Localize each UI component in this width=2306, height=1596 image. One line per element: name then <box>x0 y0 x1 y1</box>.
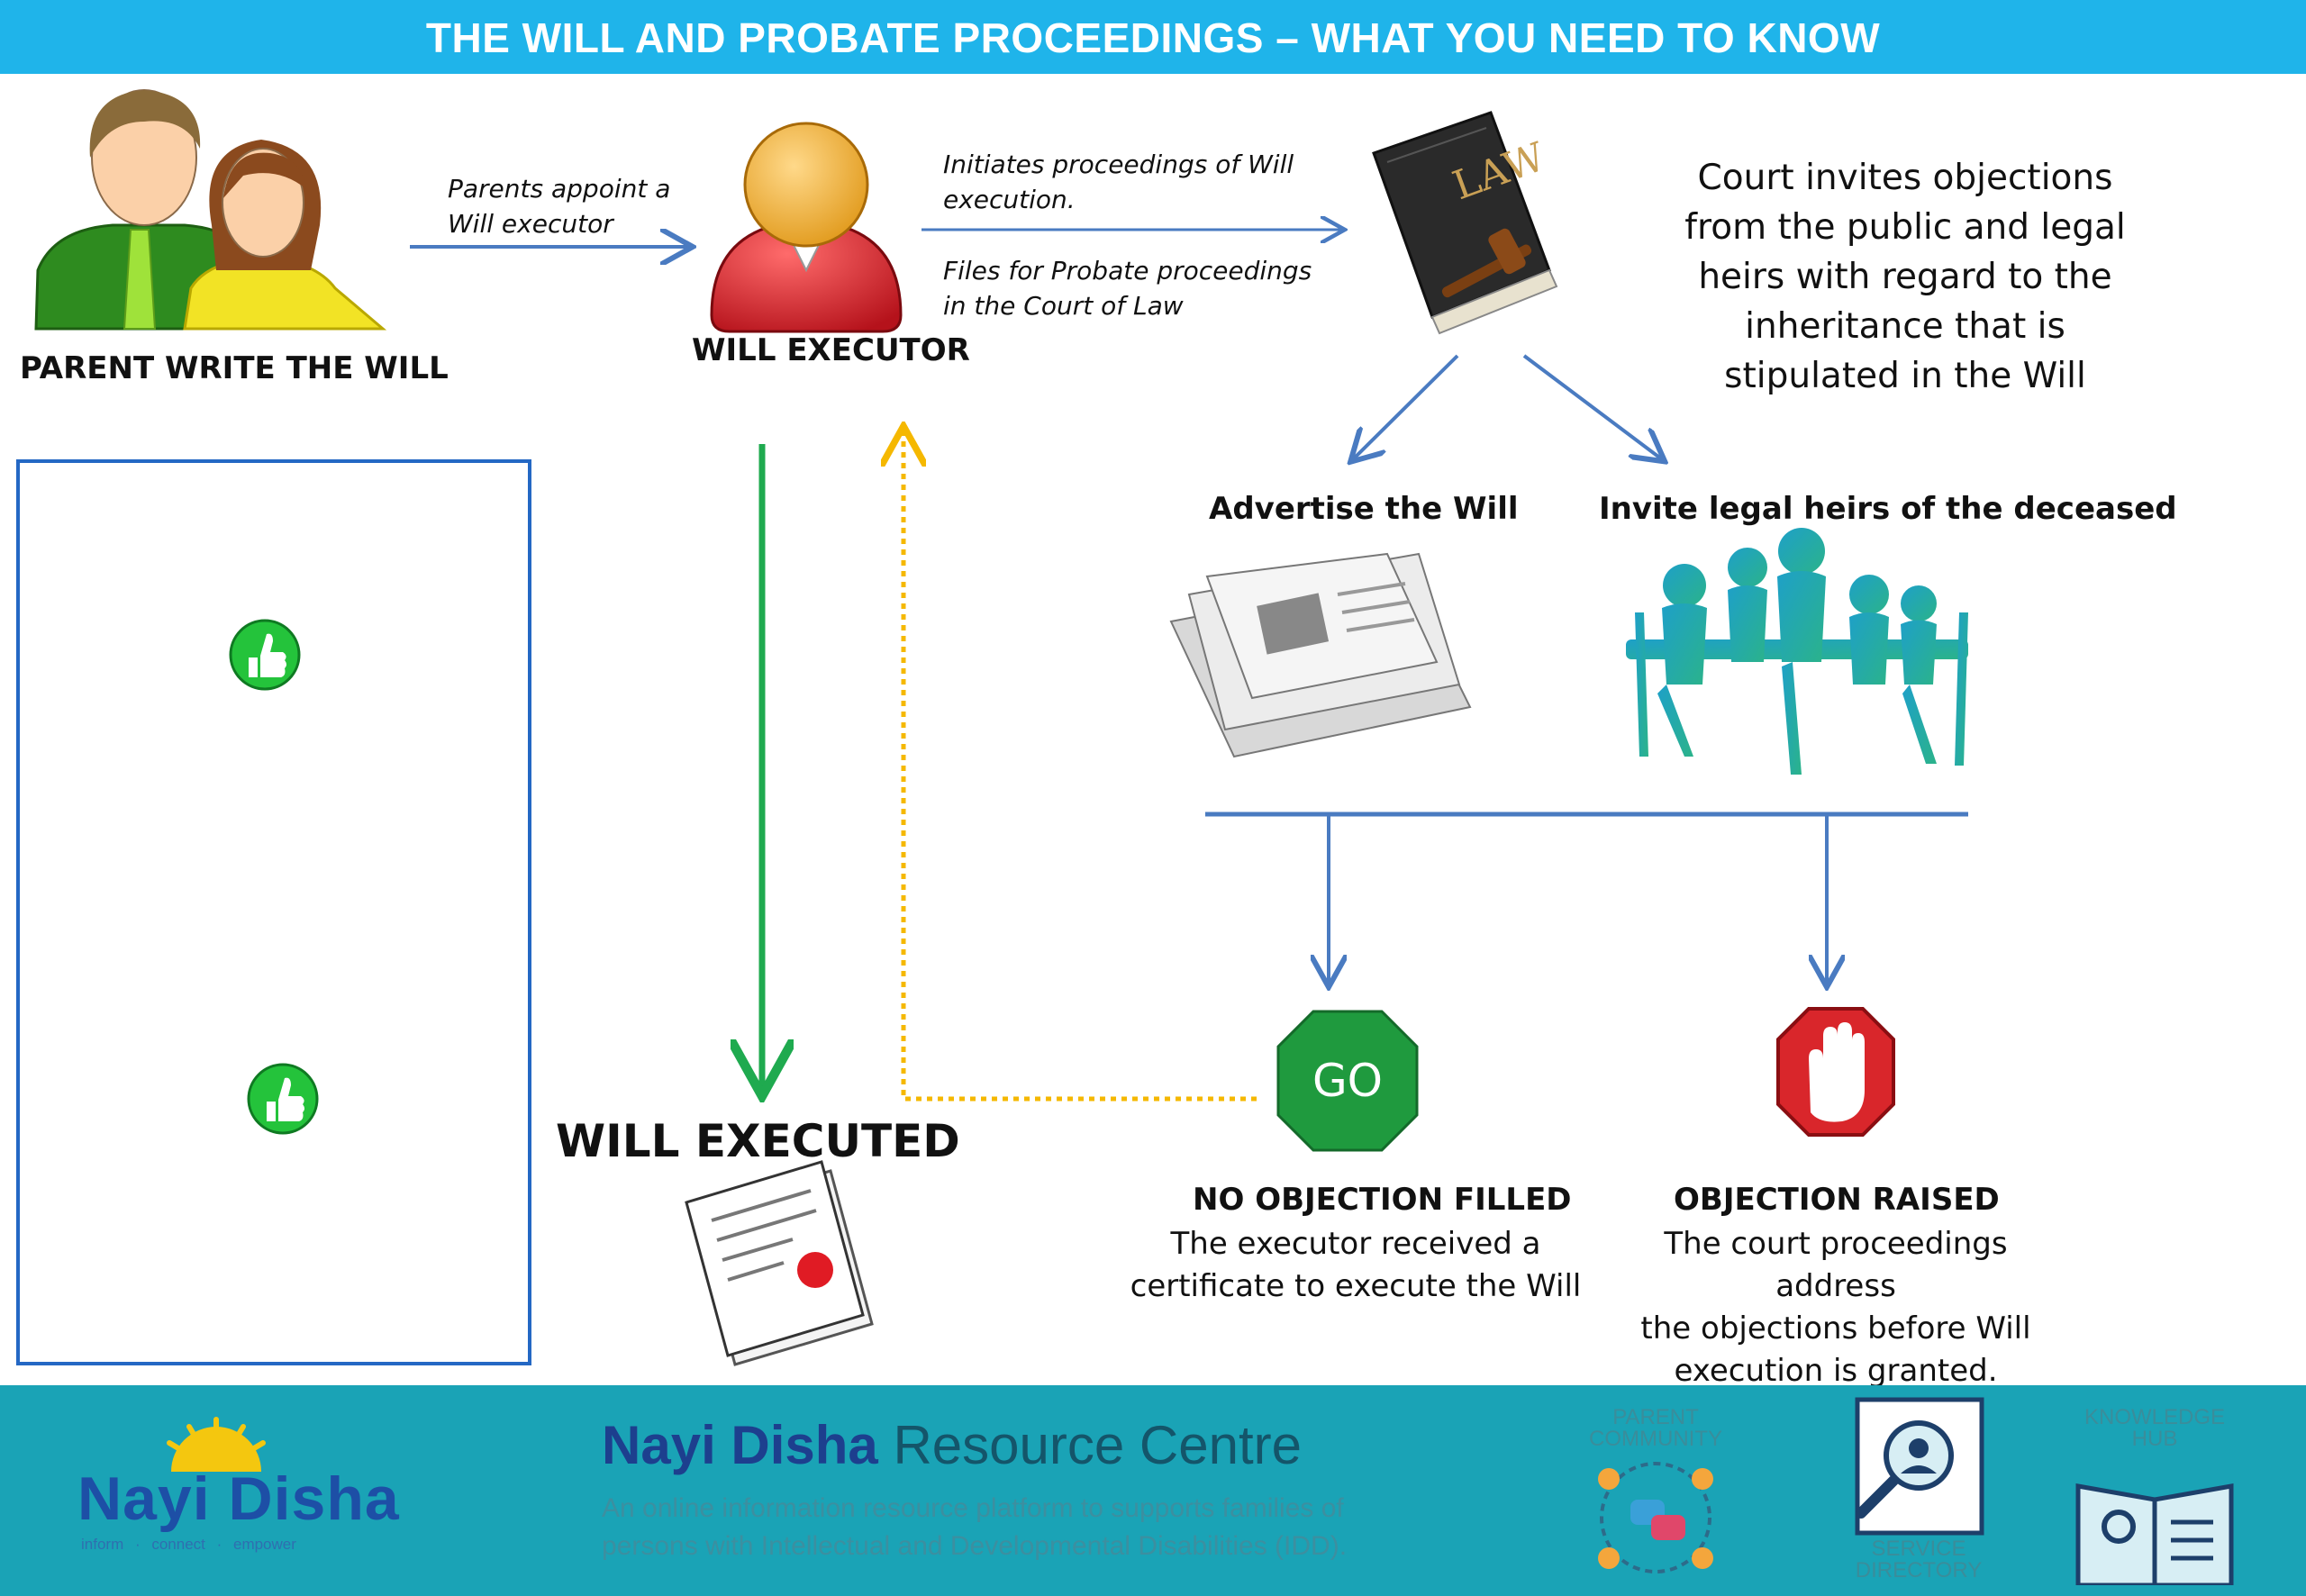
court-description-line: Court invites objections <box>1697 158 2113 198</box>
court-description-line: from the public and legal <box>1684 207 2126 248</box>
thumbs-up-icon <box>229 619 301 691</box>
objection-body-line: the objections before Will <box>1640 1310 2031 1347</box>
objection-body-line: The court proceedings address <box>1664 1226 2008 1304</box>
nayi-disha-logo-text[interactable]: Nayi Disha <box>77 1465 400 1533</box>
executor-label: WILL EXECUTOR <box>692 332 970 368</box>
icon-label-line: DIRECTORY <box>1855 1558 1983 1582</box>
page-title: THE WILL AND PROBATE PROCEEDINGS – WHAT … <box>0 0 2306 74</box>
parents-illustration <box>34 89 387 331</box>
nayi-disha-logo-tagline: inform · connect · empower <box>81 1536 296 1553</box>
court-description-line: heirs with regard to the <box>1698 257 2112 297</box>
parent-community-label: PARENT COMMUNITY <box>1566 1407 1746 1450</box>
newspapers-illustration <box>1169 552 1472 758</box>
footer-subtitle-line: An online information resource platform … <box>602 1493 1344 1523</box>
footer-title: Nayi Disha Resource Centre <box>602 1414 1302 1476</box>
advertise-label: Advertise the Will <box>1209 491 1519 527</box>
will-executed-label: WILL EXECUTED <box>556 1115 960 1167</box>
objection-title: OBJECTION RAISED <box>1674 1182 2000 1218</box>
empty-panel <box>16 459 531 1365</box>
footer-subtitle: An online information resource platform … <box>602 1490 1457 1565</box>
invite-heirs-label: Invite legal heirs of the deceased <box>1599 491 2177 527</box>
parents-label: PARENT WRITE THE WILL <box>20 350 449 386</box>
go-sign-icon <box>1276 1010 1419 1152</box>
footer-title-light: Resource Centre <box>893 1415 1303 1475</box>
go-sign-text: GO <box>1312 1055 1383 1107</box>
objection-body-line: execution is granted. <box>1674 1353 1998 1389</box>
arrow2-caption-top: Initiates proceedings of Will execution. <box>943 147 1294 217</box>
arrow2-caption-line: execution. <box>943 185 1076 214</box>
parent-community-icon <box>1598 1462 1713 1573</box>
court-description-line: inheritance that is <box>1745 306 2065 347</box>
no-objection-body-line: The executor received a <box>1170 1226 1541 1262</box>
knowledge-hub-icon <box>2075 1483 2234 1585</box>
no-objection-body: The executor received a certificate to e… <box>1126 1223 1585 1308</box>
court-description: Court invites objections from the public… <box>1662 153 2148 401</box>
icon-label-line: PARENT <box>1612 1405 1699 1429</box>
arrow2-caption-bottom: Files for Probate proceedings in the Cou… <box>943 253 1312 323</box>
footer-subtitle-line: persons with Intellectual and Developmen… <box>602 1531 1348 1561</box>
icon-label-line: KNOWLEDGE <box>2084 1405 2226 1429</box>
law-book-illustration <box>1372 111 1558 335</box>
will-document-illustration <box>685 1160 874 1366</box>
icon-label-line: SERVICE <box>1871 1537 1966 1561</box>
thumbs-up-icon <box>247 1063 319 1135</box>
flow-diagram: LAW GO <box>34 89 1968 1366</box>
footer-title-bold: Nayi Disha <box>602 1415 878 1475</box>
service-directory-icon <box>1855 1397 1984 1536</box>
no-objection-body-line: certificate to execute the Will <box>1130 1268 1582 1304</box>
arrow-court-to-advertise <box>1353 354 1459 459</box>
parent-community-link[interactable]: PARENT COMMUNITY <box>1566 1407 1746 1591</box>
arrow1-caption-line: Parents appoint a <box>448 174 671 204</box>
legal-heirs-illustration <box>1626 528 1968 775</box>
nayi-disha-logo-sun-icon <box>167 1417 266 1472</box>
icon-label-line: COMMUNITY <box>1589 1427 1722 1451</box>
arrow1-caption: Parents appoint a Will executor <box>448 171 670 241</box>
no-objection-title: NO OBJECTION FILLED <box>1193 1182 1572 1218</box>
service-directory-link[interactable]: SERVICE DIRECTORY <box>1829 1394 2009 1592</box>
objection-body: The court proceedings address the object… <box>1611 1223 2061 1392</box>
arrow-go-to-executor-dotted <box>903 431 1257 1102</box>
knowledge-hub-link[interactable]: KNOWLEDGE HUB <box>2065 1407 2245 1591</box>
arrow2-caption-line: Files for Probate proceedings <box>943 256 1312 286</box>
knowledge-hub-label: KNOWLEDGE HUB <box>2065 1407 2245 1450</box>
court-description-line: stipulated in the Will <box>1724 356 2086 396</box>
executor-illustration <box>710 122 903 333</box>
arrow2-caption-line: in the Court of Law <box>943 291 1184 321</box>
icon-label-line: HUB <box>2131 1427 2178 1451</box>
arrow2-caption-line: Initiates proceedings of Will <box>943 150 1294 179</box>
service-directory-label: SERVICE DIRECTORY <box>1829 1538 2009 1582</box>
stop-hand-icon <box>1776 1007 1895 1137</box>
arrow-court-to-invite <box>1522 354 1662 459</box>
arrow1-caption-line: Will executor <box>448 209 613 239</box>
